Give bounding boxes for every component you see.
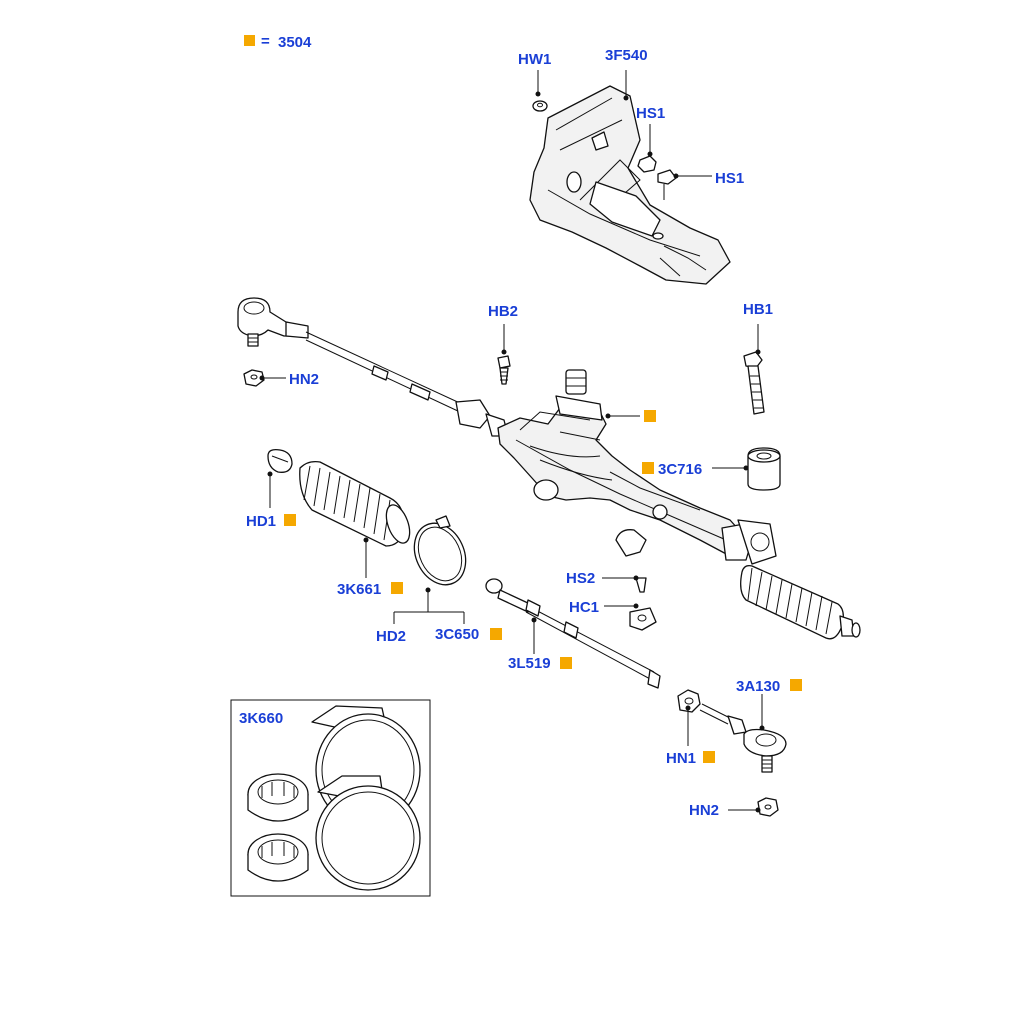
marker-3l519 xyxy=(560,657,572,669)
inner-tie-rod-drawing xyxy=(485,578,661,689)
marker-hd1 xyxy=(284,514,296,526)
callout-hs2: HS2 xyxy=(566,570,595,587)
marker-3a130 xyxy=(790,679,802,691)
right-bellows-drawing xyxy=(740,564,861,640)
callout-hb1: HB1 xyxy=(743,301,773,318)
callout-hs1-right: HS1 xyxy=(715,170,744,187)
callout-3k661: 3K661 xyxy=(337,581,381,598)
large-clamp-drawing xyxy=(413,515,467,586)
callout-hn1: HN1 xyxy=(666,750,696,767)
callout-3f540: 3F540 xyxy=(605,47,648,64)
marker-hn1 xyxy=(703,751,715,763)
callout-hc1: HC1 xyxy=(569,599,599,616)
heat-shield-drawing xyxy=(529,85,731,285)
clip-screw-drawing xyxy=(629,577,657,631)
gear-marker xyxy=(644,410,656,422)
callout-labels: HW1 3F540 HS1 HS1 HB2 HB1 HN2 3C716 HD1 … xyxy=(246,47,802,819)
legend-code: 3504 xyxy=(278,34,312,51)
marker-3k661 xyxy=(391,582,403,594)
legend: = 3504 xyxy=(244,33,312,51)
right-tie-rod-end-drawing xyxy=(677,689,787,817)
steering-gear-housing-drawing xyxy=(497,369,777,565)
legend-marker xyxy=(244,35,255,46)
inset-title: 3K660 xyxy=(239,710,283,727)
callout-3a130: 3A130 xyxy=(736,678,780,695)
callout-hd1: HD1 xyxy=(246,513,276,530)
bolts-bushing-drawing xyxy=(497,351,781,491)
callout-hn2-left: HN2 xyxy=(289,371,319,388)
callout-hs1-upper: HS1 xyxy=(636,105,665,122)
callout-3c716: 3C716 xyxy=(658,461,702,478)
left-tie-rod-end-drawing xyxy=(237,297,309,387)
left-bellows-drawing xyxy=(267,448,411,547)
rack-shaft-left-drawing xyxy=(305,331,509,437)
callout-hw1: HW1 xyxy=(518,51,551,68)
callout-leaders xyxy=(259,70,765,813)
callout-hd2: HD2 xyxy=(376,628,406,645)
callout-3l519: 3L519 xyxy=(508,655,551,672)
marker-3c650 xyxy=(490,628,502,640)
callout-3c650: 3C650 xyxy=(435,626,479,643)
callout-hn2-right: HN2 xyxy=(689,802,719,819)
legend-equals: = xyxy=(261,33,270,50)
inset-3k660: 3K660 xyxy=(230,699,431,897)
marker-3c716 xyxy=(642,462,654,474)
callout-hb2: HB2 xyxy=(488,303,518,320)
